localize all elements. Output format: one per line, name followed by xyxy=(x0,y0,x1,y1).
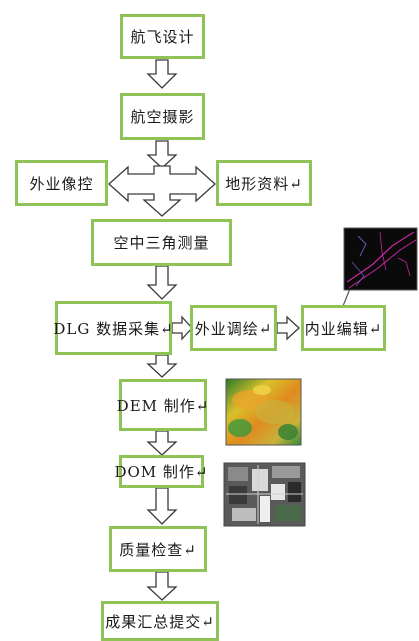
step-aerial-photography: 航空摄影 xyxy=(120,93,205,140)
arrow-dom-to-quality xyxy=(146,487,178,525)
arrow-triangulation-to-dlg xyxy=(146,265,178,300)
arrow-four-way-cross xyxy=(108,165,216,217)
step-terrain-data: 地形资料↵ xyxy=(216,160,312,206)
step-quality-check: 质量检查↵ xyxy=(109,526,207,572)
step-dem-production: DEM 制作↵ xyxy=(117,379,208,431)
step-dom-production: DOM 制作↵ xyxy=(114,455,208,488)
vector-map-thumbnail xyxy=(343,227,418,291)
arrow-field-to-office xyxy=(276,315,300,341)
step-office-editing: 内业编辑↵ xyxy=(301,305,386,351)
step-aerotriangulation: 空中三角测量 xyxy=(91,219,232,266)
step-result-submission: 成果汇总提交↵ xyxy=(101,601,219,641)
arrow-quality-to-submit xyxy=(146,571,178,601)
step-field-control: 外业像控 xyxy=(15,160,108,206)
dom-thumbnail xyxy=(223,462,306,527)
dem-thumbnail xyxy=(225,378,302,446)
step-field-verification: 外业调绘↵ xyxy=(190,305,277,351)
step-dlg-collection: DLG 数据采集↵ xyxy=(53,301,173,355)
arrow-dem-to-dom xyxy=(146,430,178,456)
arrow-photo-to-cross xyxy=(146,140,178,169)
arrow-dlg-to-dem xyxy=(146,354,178,378)
step-flight-design: 航飞设计 xyxy=(120,14,205,59)
arrow-design-to-photo xyxy=(146,59,178,89)
arrow-dlg-to-field xyxy=(171,315,193,341)
